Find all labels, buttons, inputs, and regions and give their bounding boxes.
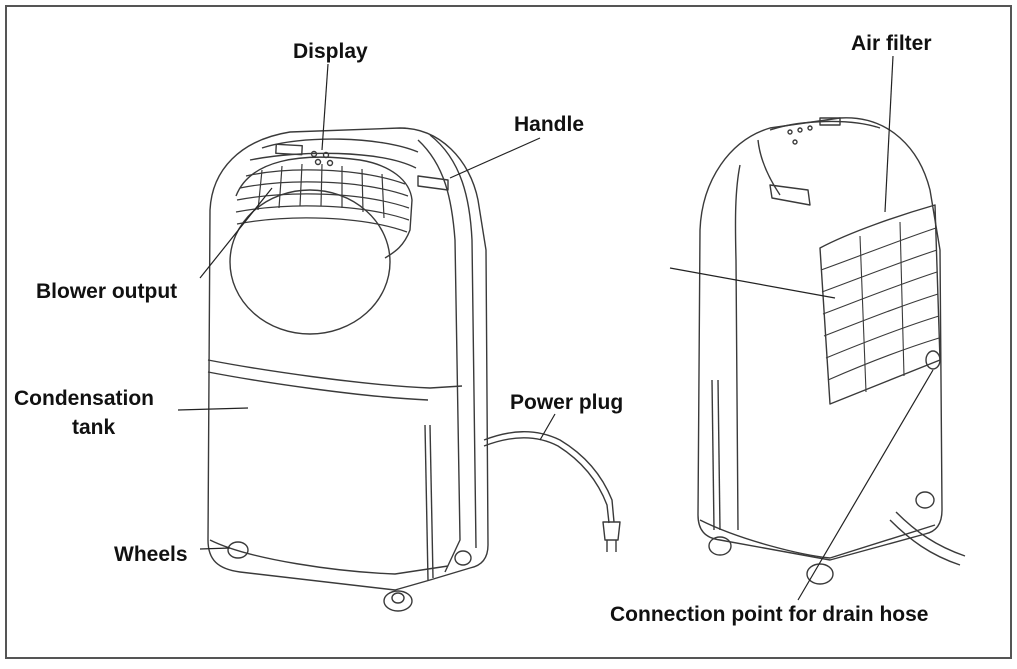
front-unit — [207, 127, 621, 612]
front-side-edge-2 — [429, 134, 477, 549]
front-top-panel-2 — [249, 152, 417, 169]
power-plug-body — [602, 521, 621, 541]
label-drain-hose: Connection point for drain hose — [610, 603, 929, 626]
label-handle: Handle — [514, 113, 584, 136]
front-wheel — [383, 590, 413, 612]
leader-display — [321, 63, 329, 151]
air-filter-frame — [819, 204, 941, 405]
front-button — [326, 159, 334, 167]
back-button — [807, 125, 813, 131]
back-slot — [717, 379, 721, 531]
drain-hose — [889, 519, 961, 566]
diagram-frame — [5, 5, 1012, 659]
leader-wheels — [199, 547, 231, 550]
label-condensation-tank-line1: Condensation — [14, 387, 154, 410]
leader-back-side — [669, 267, 836, 299]
front-button — [314, 158, 322, 166]
leader-power-plug — [539, 413, 556, 441]
front-button — [322, 151, 330, 159]
front-wheel — [227, 541, 249, 559]
power-plug-pins — [606, 540, 617, 552]
label-air-filter: Air filter — [851, 32, 932, 55]
tank-top-edge-2 — [207, 371, 429, 401]
tank-side-edge-2 — [429, 424, 434, 579]
back-slot — [711, 379, 715, 531]
front-handle — [417, 175, 449, 191]
label-power-plug: Power plug — [510, 391, 623, 414]
back-wheel — [806, 563, 834, 585]
leader-drain-hose — [797, 369, 934, 601]
front-grille-outline — [235, 156, 413, 259]
front-display-screen — [275, 143, 303, 156]
back-top-edge — [757, 139, 781, 196]
leader-lines — [177, 55, 934, 601]
back-top-panel — [769, 120, 881, 131]
power-cord — [483, 431, 615, 523]
back-unit — [697, 117, 966, 585]
front-oval-panel — [229, 189, 391, 335]
leader-blower-output — [199, 187, 273, 279]
tank-top-edge — [207, 359, 463, 389]
label-wheels: Wheels — [114, 543, 188, 566]
drain-hose-2 — [895, 511, 966, 557]
front-wheel — [454, 550, 472, 566]
blower-grille — [235, 163, 410, 233]
back-body-outline — [697, 117, 943, 561]
back-handle — [769, 184, 811, 206]
back-side-edge — [734, 164, 741, 531]
leader-condensation-tank — [177, 407, 249, 411]
back-wheel — [915, 491, 935, 509]
back-button — [787, 129, 793, 135]
air-filter-grid — [820, 221, 940, 393]
front-wheel-hub — [391, 592, 405, 604]
tank-side-edge — [424, 424, 429, 581]
leader-air-filter — [884, 55, 894, 213]
back-display-screen — [819, 117, 841, 126]
back-button — [792, 139, 798, 145]
front-body-outline — [207, 127, 489, 591]
back-button — [797, 127, 803, 133]
drain-connection-point — [925, 350, 941, 370]
back-base — [699, 519, 936, 559]
front-side-edge — [417, 139, 461, 573]
label-blower-output: Blower output — [36, 280, 177, 303]
front-button — [310, 150, 318, 158]
back-wheel — [708, 536, 732, 556]
power-cord-2 — [483, 437, 610, 524]
label-condensation-tank-line2: tank — [72, 416, 116, 439]
label-display: Display — [293, 40, 368, 63]
leader-handle — [449, 137, 541, 179]
front-top-panel — [261, 138, 419, 153]
